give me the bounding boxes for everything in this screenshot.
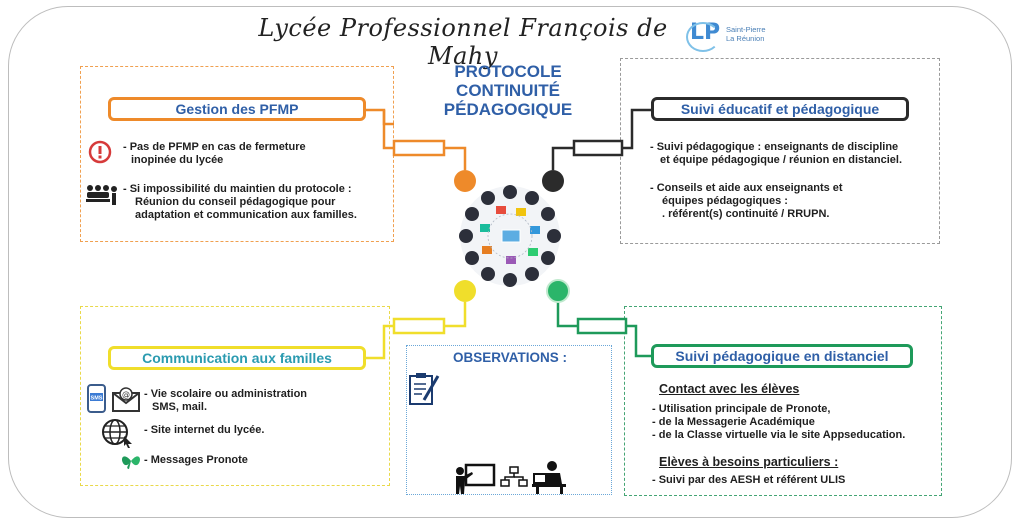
comm-item1: - Vie scolaire ou administration SMS, ma…: [144, 388, 307, 414]
school-logo: LP Saint-Pierre La Réunion: [686, 20, 778, 52]
logo-line2: La Réunion: [726, 34, 765, 43]
email-icon: @: [112, 387, 140, 412]
distanciel-panel: [624, 306, 942, 496]
meeting-icon: [86, 185, 117, 205]
contact-item2: - de la Messagerie Académique: [652, 416, 815, 428]
observations-title: OBSERVATIONS :: [453, 350, 568, 365]
comm-item2: - Site internet du lycée.: [144, 424, 265, 436]
student-computer-icon: [532, 461, 566, 494]
dark-connector: [551, 108, 651, 170]
distanciel-title: Suivi pédagogique en distanciel: [651, 344, 913, 368]
yellow-connector: [366, 302, 467, 360]
contact-heading: Contact avec les élèves: [659, 382, 800, 396]
teacher-icon: [456, 463, 496, 494]
comm-item3: - Messages Pronote: [144, 454, 248, 466]
dark-dot: [542, 170, 564, 192]
warning-icon: [88, 140, 112, 164]
orange-connector: [366, 108, 467, 170]
protocol-title-line3: PÉDAGOGIQUE: [443, 100, 573, 119]
comm-item1-line1: - Vie scolaire ou administration: [144, 388, 308, 400]
pfmp-item2-line3: adaptation et communication aux familles…: [135, 209, 357, 221]
orange-dot: [454, 170, 476, 192]
communication-title: Communication aux familles: [108, 346, 366, 370]
pfmp-item1: - Pas de PFMP en cas de fermeture inopin…: [123, 141, 306, 167]
phone-sms-icon: SMS: [87, 384, 106, 413]
contact-item3: - de la Classe virtuelle via le site App…: [652, 429, 906, 441]
special-item1: - Suivi par des AESH et référent ULIS: [652, 474, 846, 486]
suivi-title: Suivi éducatif et pédagogique: [651, 97, 909, 121]
school-title: Lycée Professionnel François de Mahy: [258, 14, 668, 70]
contact-list: - Utilisation principale de Pronote, - d…: [652, 403, 905, 442]
suivi-item2-line3: . référent(s) continuité / RRUPN.: [662, 208, 830, 220]
special-heading: Elèves à besoins particuliers :: [659, 455, 839, 469]
contact-item1: - Utilisation principale de Pronote,: [652, 403, 831, 415]
suivi-item2: - Conseils et aide aux enseignants et éq…: [650, 182, 843, 221]
people-network-icon: [459, 185, 561, 287]
yellow-dot: [454, 280, 476, 302]
communication-panel: [80, 306, 390, 486]
suivi-item2-line2: équipes pédagogiques :: [662, 195, 788, 207]
observations-panel: [406, 345, 612, 495]
protocol-title-line2: CONTINUITÉ: [456, 81, 560, 100]
rounded-frame: [8, 6, 1012, 518]
suivi-item2-line1: - Conseils et aide aux enseignants et: [650, 182, 843, 194]
pronote-icon: [121, 456, 141, 469]
suivi-item1: - Suivi pédagogique : enseignants de dis…: [650, 141, 902, 167]
green-connector: [556, 302, 651, 358]
pfmp-item2-line2: Réunion du conseil pédagogique pour: [135, 196, 336, 208]
clipboard-icon: [409, 373, 440, 405]
protocol-title: PROTOCOLE CONTINUITÉ PÉDAGOGIQUE: [418, 62, 598, 119]
pfmp-item1-line2: inopinée du lycée: [131, 154, 224, 166]
logo-text: Saint-Pierre La Réunion: [726, 25, 766, 43]
svg-text:@: @: [122, 390, 130, 399]
network-icon: [500, 466, 528, 487]
pfmp-item1-line1: - Pas de PFMP en cas de fermeture: [123, 141, 306, 153]
globe-icon: [102, 419, 132, 448]
pfmp-item2: - Si impossibilité du maintien du protoc…: [123, 183, 357, 222]
comm-item1-line2: SMS, mail.: [152, 401, 208, 413]
suivi-item1-line2: et équipe pédagogique / réunion en dista…: [660, 154, 903, 166]
suivi-item1-line1: - Suivi pédagogique : enseignants de dis…: [650, 141, 899, 153]
logo-mark: LP: [686, 20, 726, 52]
pfmp-title: Gestion des PFMP: [108, 97, 366, 121]
logo-line1: Saint-Pierre: [726, 25, 766, 34]
pfmp-item2-line1: - Si impossibilité du maintien du protoc…: [123, 183, 352, 195]
green-dot: [546, 279, 570, 303]
sms-label: SMS: [91, 396, 103, 402]
protocol-title-line1: PROTOCOLE: [454, 62, 562, 81]
